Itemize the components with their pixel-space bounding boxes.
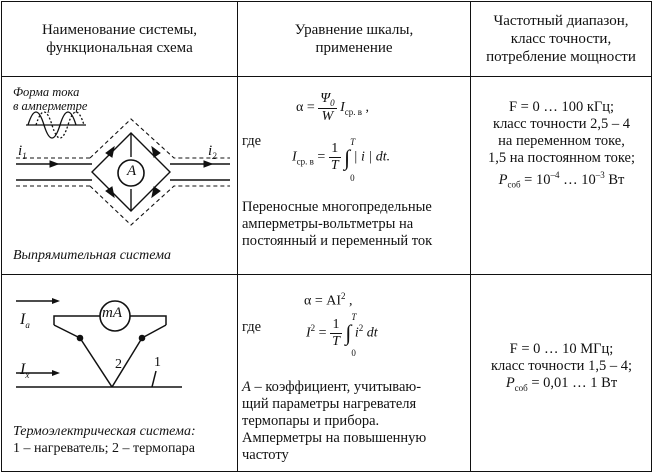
where-label: где bbox=[242, 133, 262, 150]
ammeter-label: A bbox=[127, 163, 137, 180]
header-col1-line1: Наименование системы, bbox=[41, 22, 198, 39]
waveform-label-line1: Форма тока bbox=[13, 85, 80, 100]
node-2-label: 2 bbox=[115, 356, 122, 372]
header-col2-line1: Уравнение шкалы, bbox=[294, 22, 414, 39]
header-row: Наименование системы, функциональная схе… bbox=[1, 0, 652, 78]
thermo-circuit-diagram bbox=[16, 297, 182, 388]
where-label-thermo: где bbox=[242, 318, 262, 335]
equation-alpha-thermo: α = AI2 , bbox=[304, 290, 353, 309]
header-col3-line2: класс точности, bbox=[510, 31, 612, 48]
header-col-frequency: Частотный диапазон, класс точности, потр… bbox=[470, 0, 652, 78]
current-x-label: Ix bbox=[20, 360, 30, 380]
current-in-label: i1 bbox=[18, 143, 27, 162]
power-thermo: Pсоб = 0,01 … 1 Вт bbox=[505, 374, 618, 393]
header-col-equation: Уравнение шкалы, применение bbox=[237, 0, 471, 78]
cell-thermo-diagram: mA Ia Ix 2 1 Термоэлектрическая система:… bbox=[1, 273, 238, 473]
frequency-rectifier: F = 0 … 100 кГц; класс точности 2,5 – 4 … bbox=[471, 99, 652, 194]
application-rectifier: Переносные многопредельные амперметры-во… bbox=[242, 199, 433, 250]
rectifier-circuit-diagram bbox=[16, 111, 230, 226]
header-col3-line3: потребление мощности bbox=[486, 49, 636, 66]
header-col-system: Наименование системы, функциональная схе… bbox=[1, 0, 238, 78]
current-a-label: Ia bbox=[20, 310, 30, 330]
frequency-thermo: F = 0 … 10 МГц; класс точности 1,5 – 4; … bbox=[471, 341, 652, 397]
table-row-thermoelectric: mA Ia Ix 2 1 Термоэлектрическая система:… bbox=[1, 273, 652, 473]
header-col1-line2: функциональная схема bbox=[46, 40, 193, 57]
cell-thermo-frequency: F = 0 … 10 МГц; класс точности 1,5 – 4; … bbox=[470, 273, 652, 473]
milliammeter-icon bbox=[99, 299, 131, 332]
waveform-icon bbox=[26, 111, 86, 139]
system-name-thermo: Термоэлектрическая система: 1 – нагреват… bbox=[13, 423, 196, 456]
system-name-rectifier: Выпрямительная система bbox=[13, 248, 172, 264]
header-col3-line1: Частотный диапазон, bbox=[493, 13, 629, 30]
current-out-label: i2 bbox=[208, 143, 217, 162]
header-col2-line2: применение bbox=[315, 40, 393, 57]
milliammeter-label: mA bbox=[102, 304, 122, 321]
table-row-rectifier: Форма тока в амперметре bbox=[1, 76, 652, 275]
power-rectifier: Pсоб = 10–4 … 10–3 Вт bbox=[498, 170, 625, 190]
ammeter-icon bbox=[117, 159, 145, 187]
waveform-label-line2: в амперметре bbox=[13, 99, 88, 114]
coefficient-description: A – коэффициент, учитываю- щий параметры… bbox=[242, 378, 427, 463]
cell-rectifier-frequency: F = 0 … 100 кГц; класс точности 2,5 – 4 … bbox=[470, 76, 652, 275]
cell-rectifier-diagram: Форма тока в амперметре bbox=[1, 76, 238, 275]
node-1-label: 1 bbox=[154, 354, 161, 370]
